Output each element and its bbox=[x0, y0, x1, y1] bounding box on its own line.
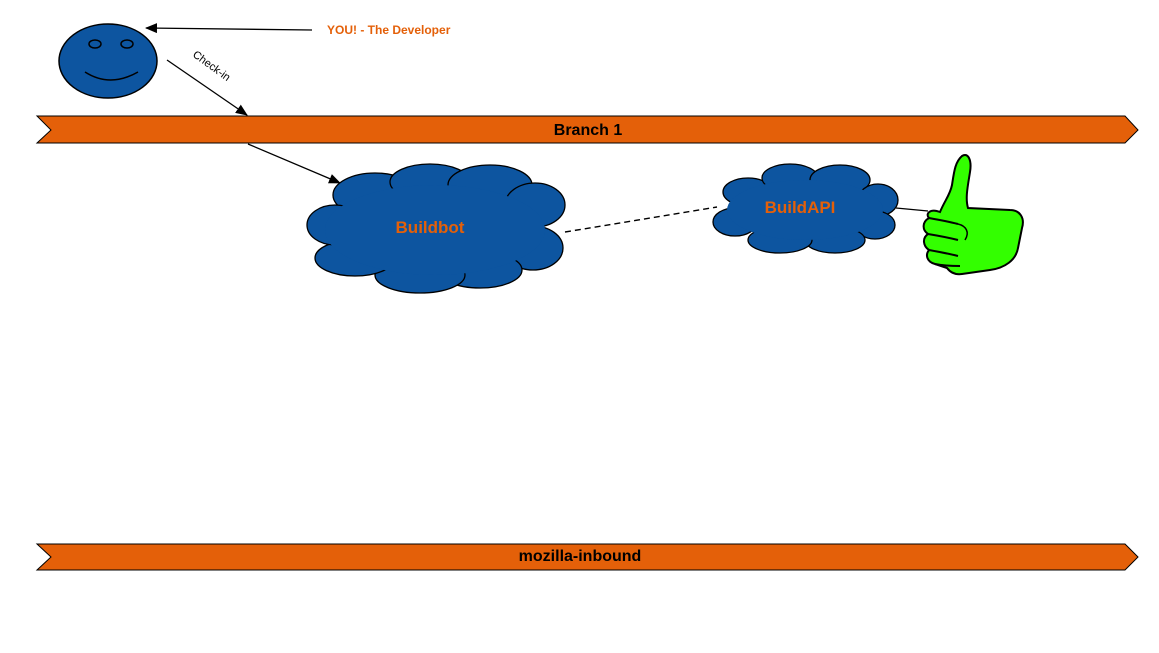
mozilla-inbound-bar: mozilla-inbound bbox=[35, 543, 1139, 571]
developer-pointer-arrow bbox=[145, 23, 313, 34]
buildbot-label: Buildbot bbox=[396, 218, 465, 237]
branch-1-label: Branch 1 bbox=[554, 122, 623, 139]
buildapi-to-approval-connector bbox=[895, 207, 929, 212]
buildbot-to-buildapi-connector bbox=[564, 206, 718, 233]
checkin-arrow bbox=[166, 59, 248, 116]
buildbot-cloud: Buildbot bbox=[306, 163, 566, 294]
buildapi-cloud: BuildAPI bbox=[712, 163, 899, 254]
smiley-face-icon bbox=[58, 23, 158, 99]
developer-label: YOU! - The Developer bbox=[327, 23, 451, 37]
checkin-label: Check-in bbox=[190, 49, 232, 84]
mozilla-inbound-label: mozilla-inbound bbox=[519, 548, 642, 565]
thumbs-up-icon bbox=[922, 154, 1024, 276]
branch-to-buildbot-arrow bbox=[247, 143, 341, 184]
branch-1-bar: Branch 1 bbox=[35, 115, 1139, 144]
buildapi-label: BuildAPI bbox=[765, 198, 836, 217]
